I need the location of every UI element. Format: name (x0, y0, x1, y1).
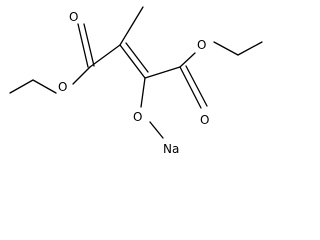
bond-ester-right-c-o (179, 52, 196, 68)
bond-carbonyl-right-a (179, 66, 202, 109)
atom-o-carbonyl-right: O (200, 113, 209, 127)
bond-carbonyl-left-b (83, 23, 95, 67)
bond-alkene-b (125, 42, 149, 73)
bond-ethyl-left-ch2-o (32, 79, 57, 94)
bond-c-carbonyl-left-to-alkene (89, 44, 121, 68)
bond-enolate-o-na (149, 121, 164, 139)
bond-ethyl-left-ch3-ch2 (9, 79, 34, 94)
atom-o-enolate: O (133, 110, 142, 124)
bond-alkene-a (119, 44, 146, 79)
chemical-structure-diagram: O O O O O Na (9, 6, 263, 155)
bond-ester-left-o-c (72, 66, 91, 85)
bond-ethyl-right-ch2-ch3 (237, 41, 263, 56)
atom-sodium: Na (163, 142, 179, 155)
bond-carbonyl-left-a (77, 23, 89, 68)
atom-o-ester-left: O (58, 80, 67, 94)
bond-alkene-to-c-carbonyl-right (144, 66, 181, 79)
bond-ethyl-right-o-ch2 (213, 41, 239, 56)
bond-alkene-to-enolate-o (140, 77, 146, 108)
atom-o-carbonyl-left: O (69, 10, 78, 24)
atom-o-ester-right: O (197, 38, 206, 52)
bond-carbonyl-right-b (185, 65, 208, 107)
bond-methyl (119, 6, 144, 46)
